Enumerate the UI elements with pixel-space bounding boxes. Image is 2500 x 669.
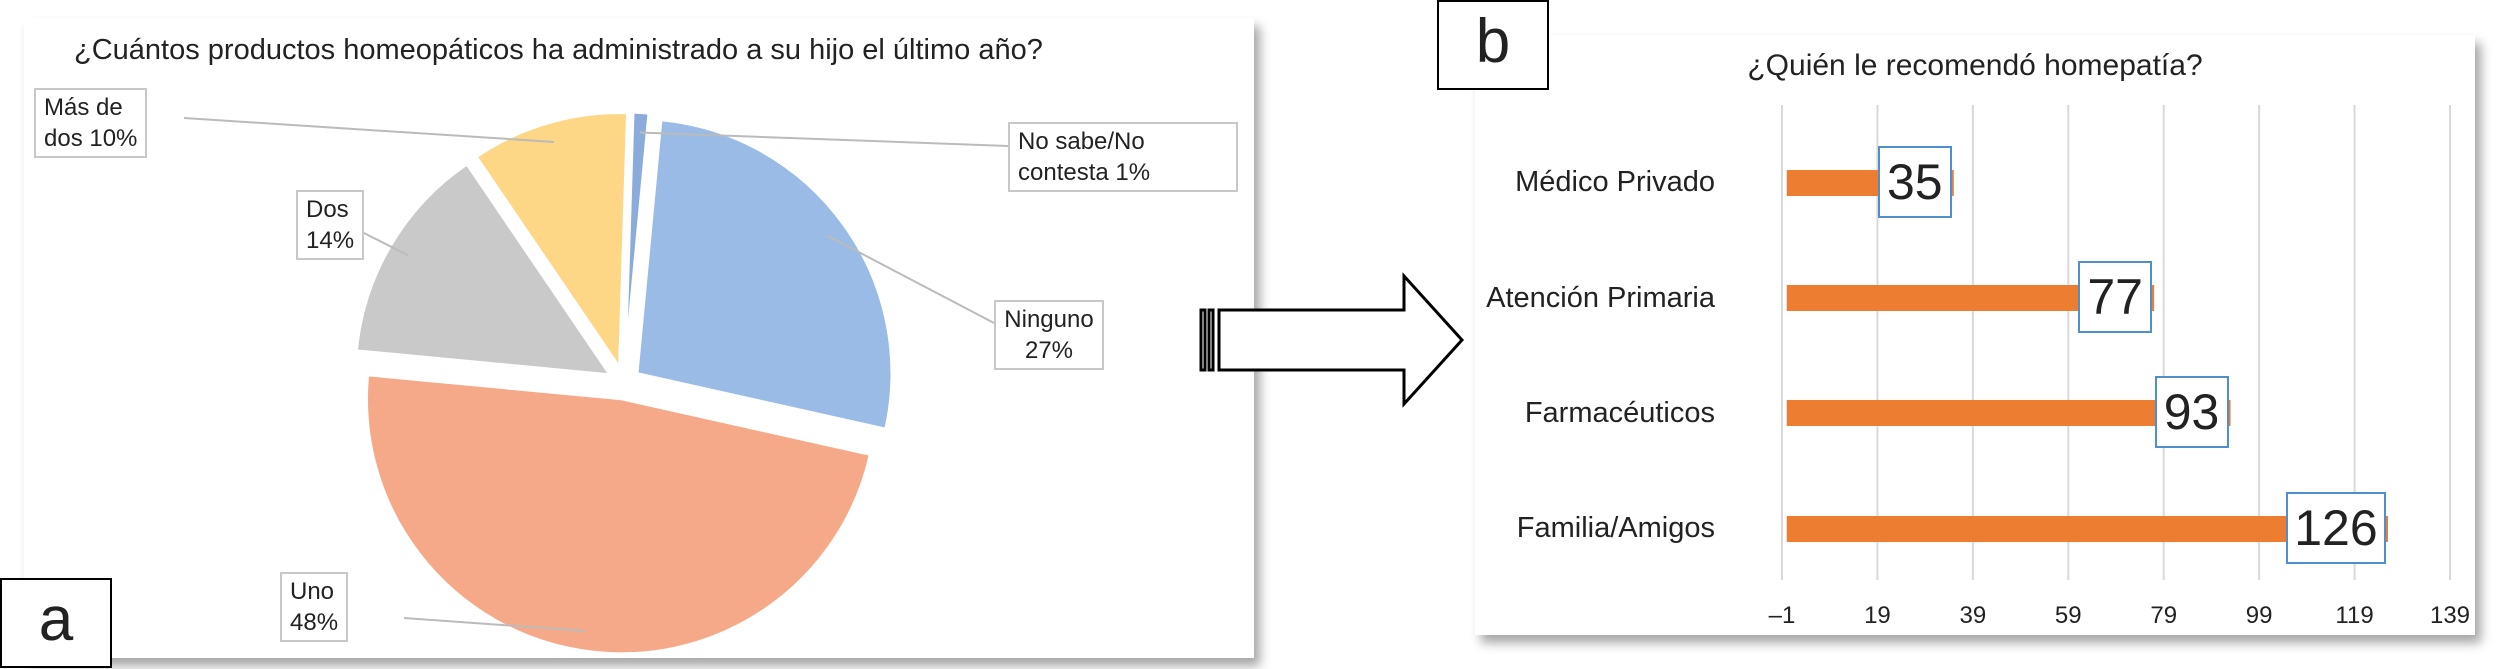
x-tick-label: 59 [2054,602,2082,629]
value-label: 93 [2154,376,2229,448]
pie-chart-panel: ¿Cuántos productos homeopáticos ha admin… [24,18,1254,658]
x-tick-label: 139 [2429,602,2471,629]
pie-slice [474,111,630,373]
bar-chart-title: ¿Quién le recomendó homepatía? [1747,49,2203,82]
leader-line [826,234,995,324]
value-label: 77 [2078,261,2153,333]
callout-mas-de-dos: Más de dos 10% [34,88,148,158]
x-tick-label: 119 [2335,602,2374,629]
category-label: Farmacéuticos [1524,397,1715,429]
x-tick-label: –1 [1768,602,1796,629]
pie-slice [365,373,873,656]
leader-line [183,117,555,143]
leader-line [403,617,585,632]
leader-line [639,131,1009,147]
x-tick-label: 39 [1959,602,1987,629]
category-label: Atención Primaria [1486,282,1715,314]
callout-no-sabe: No sabe/No contesta 1% [1008,122,1238,192]
panel-label-b: b [1437,0,1549,90]
pie-slice [635,118,894,432]
panel-label-a: a [0,578,112,668]
pie-slice [354,161,614,377]
callout-ninguno: Ninguno 27% [994,300,1104,370]
category-label: Médico Privado [1515,166,1715,198]
pie-chart [183,110,1009,656]
category-label: Familia/Amigos [1516,512,1715,544]
x-tick-label: 19 [1864,602,1891,629]
callout-uno: Uno 48% [280,572,349,642]
pie-slice [623,110,651,368]
x-tick-label: 99 [2245,602,2273,629]
value-label: 126 [2285,492,2386,564]
x-tick-label: 79 [2150,602,2178,629]
value-label: 35 [1877,146,1952,218]
bar-chart-panel: ¿Quién le recomendó homepatía? Médico Pr… [1475,35,2475,635]
callout-dos: Dos 14% [296,190,365,260]
pie-chart-title: ¿Cuántos productos homeopáticos ha admin… [74,34,1043,66]
